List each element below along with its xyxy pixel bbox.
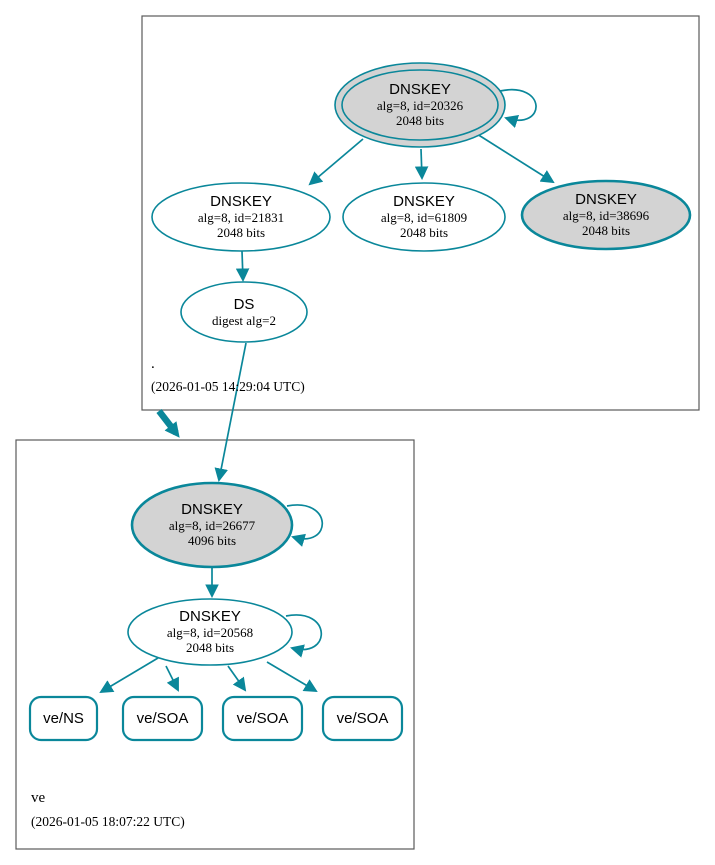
zone-box-root — [141, 15, 700, 411]
edge-20568-to-ve-soa-2 — [227, 665, 247, 692]
zone-box-ve — [15, 439, 415, 850]
dnskey-node-61809[interactable] — [342, 182, 506, 252]
edge-20568-to-ve-soa-3 — [266, 661, 318, 693]
zone-root-name: . — [151, 356, 155, 372]
edge-21831-to-ds — [235, 250, 250, 283]
dnskey-node-21831[interactable] — [151, 182, 331, 252]
trust-anchor-inner-ring — [341, 69, 499, 141]
zone-ve-timestamp: (2026-01-05 18:07:22 UTC) — [31, 814, 185, 829]
rrset-node-ve-soa-2[interactable] — [221, 695, 304, 742]
zone-ve-name: ve — [31, 790, 46, 806]
rrset-node-ve-ns[interactable] — [28, 695, 99, 742]
edge-26677-self-loop — [286, 504, 324, 547]
edge-zone-delegation — [156, 409, 180, 438]
edge-20326-self-loop — [499, 88, 537, 128]
zone-root-timestamp: (2026-01-05 14:29:04 UTC) — [151, 379, 305, 394]
rrset-node-ve-soa-3[interactable] — [321, 695, 404, 742]
edge-20568-to-ve-soa-1 — [165, 665, 179, 692]
dnskey-node-26677[interactable] — [130, 481, 294, 569]
edge-20568-to-ve-ns — [99, 657, 159, 694]
edge-20568-self-loop — [285, 614, 323, 658]
ds-node[interactable] — [180, 281, 308, 343]
rrset-node-ve-soa-1[interactable] — [121, 695, 204, 742]
edge-20326-to-21831 — [308, 138, 364, 186]
edge-20326-to-38696 — [476, 133, 555, 184]
edge-20326-to-61809 — [414, 148, 429, 181]
dnskey-node-38696[interactable] — [520, 179, 692, 251]
dnskey-node-20568[interactable] — [127, 598, 293, 666]
dnskey-node-20326[interactable] — [334, 62, 506, 148]
edge-ds-to-26677 — [214, 342, 247, 483]
